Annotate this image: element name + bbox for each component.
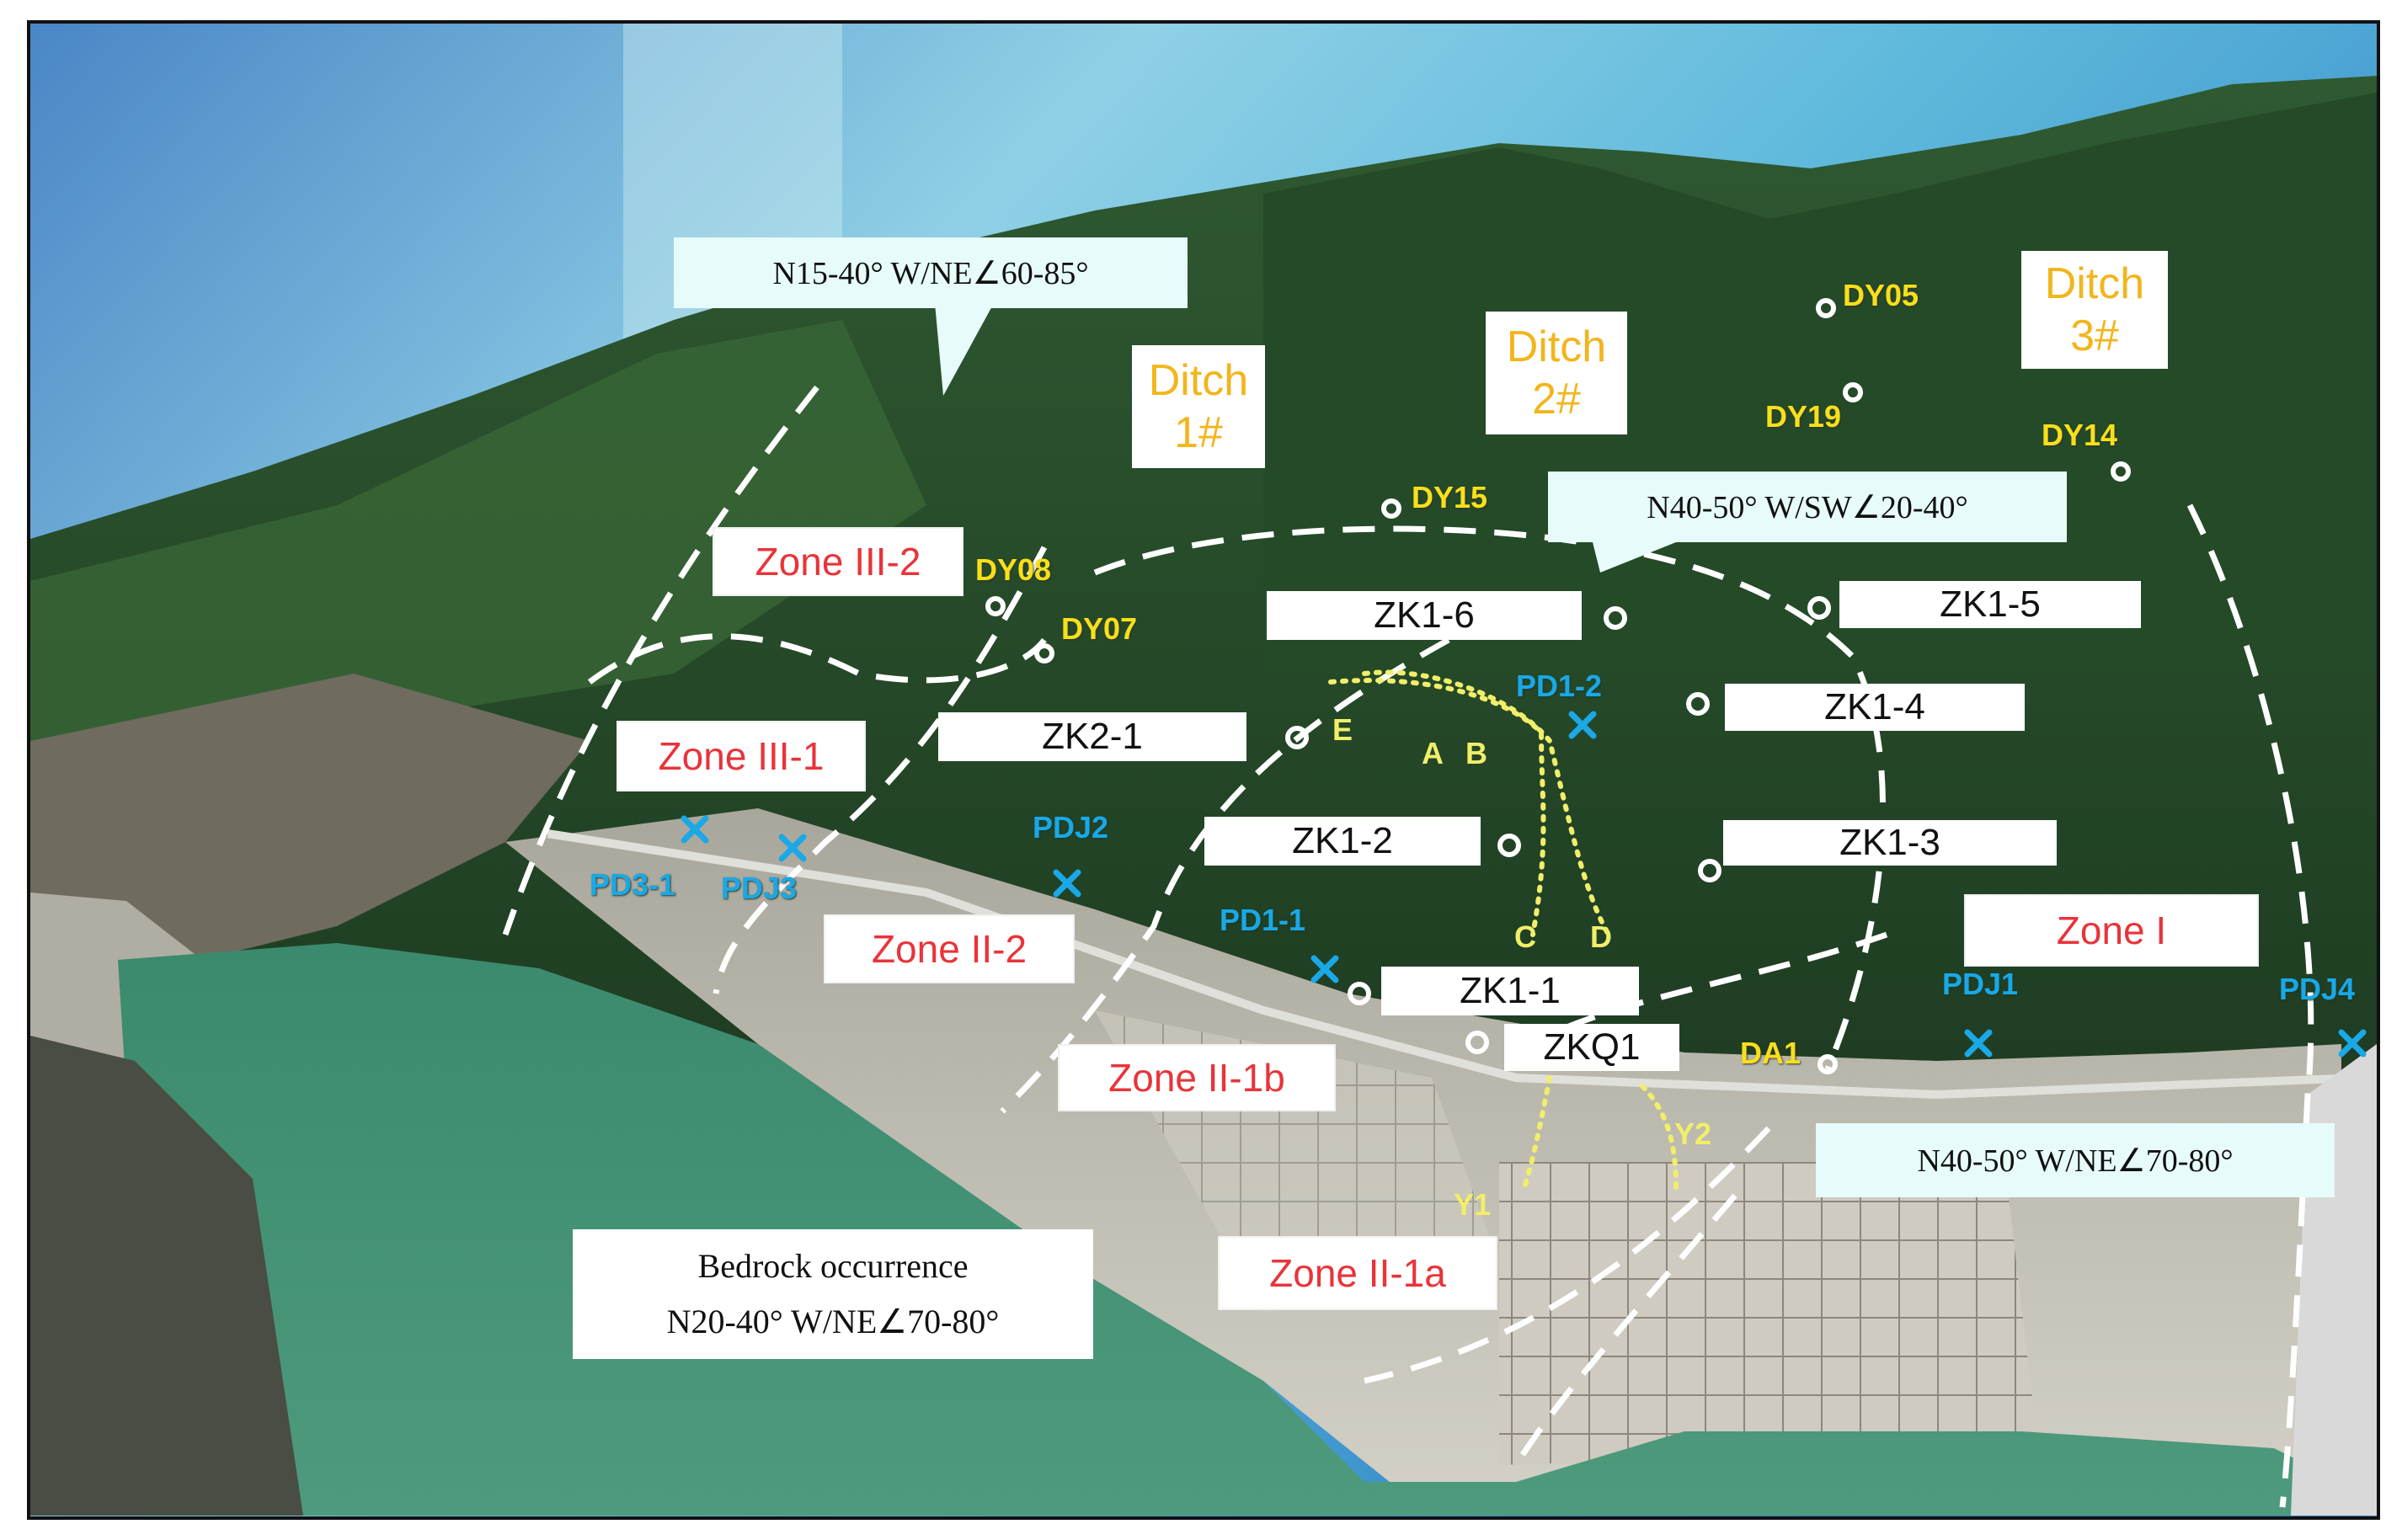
point-zk1-6 (1604, 606, 1627, 630)
boundary-zone-ii-1a-east (1513, 1193, 1737, 1467)
foreground-rock (30, 1036, 303, 1516)
borehole-label-zk1-6: ZK1-6 (1267, 591, 1582, 640)
image-frame (27, 20, 2380, 1520)
profile-label-a: A (1422, 736, 1444, 770)
survey-point-markers (985, 298, 2131, 1074)
adit-x-pdj4 (2338, 1029, 2367, 1058)
ditch-label-1: Ditch 1# (1132, 345, 1265, 468)
profile-line-d (1362, 669, 1611, 937)
point-zk2-1 (1285, 726, 1309, 749)
zone-boundaries (502, 385, 2314, 1508)
orientation-callout-tail-1 (935, 303, 994, 396)
profile-label-c: C (1514, 919, 1536, 954)
profile-label-y1: Y1 (1454, 1187, 1492, 1222)
point-dy05 (1816, 298, 1836, 318)
forest-dark-patch (1263, 93, 2377, 674)
survey-label-da1: DA1 (1740, 1036, 1802, 1070)
boundary-zone-i-east (2186, 504, 2314, 1508)
point-da1 (1818, 1054, 1838, 1074)
ditch-label-3: Ditch 3# (2021, 251, 2168, 369)
ditch-1-line2: 1# (1174, 408, 1223, 457)
adit-x-pd3-1 (681, 815, 709, 844)
forest-light-patch (30, 320, 926, 758)
boundary-zone-ii-north (1093, 525, 1886, 1071)
point-dy15 (1381, 498, 1401, 519)
survey-label-dy07: DY07 (1061, 611, 1138, 646)
access-road (547, 829, 2359, 1100)
adit-x-pd1-1 (1310, 955, 1339, 983)
profile-lines (1328, 669, 1679, 1190)
survey-label-dy14: DY14 (2042, 418, 2118, 452)
survey-label-dy05: DY05 (1843, 278, 1919, 312)
adit-label-pdj3: PDJ3 (721, 871, 798, 905)
point-zk1-4 (1686, 692, 1710, 716)
zone-label-ii-2: Zone II-2 (824, 914, 1075, 983)
ditch-2-line1: Ditch (1506, 322, 1607, 371)
adit-label-pdj1: PDJ1 (1942, 967, 2019, 1001)
point-dy07 (1034, 643, 1054, 663)
point-zk1-2 (1497, 834, 1521, 857)
zone-label-ii-1a: Zone II-1a (1218, 1236, 1497, 1310)
adit-label-pd1-2: PD1-2 (1516, 669, 1603, 703)
point-zk1-5 (1807, 596, 1831, 620)
zone-label-iii-1: Zone III-1 (617, 721, 866, 791)
survey-label-dy08: DY08 (975, 552, 1052, 587)
adit-markers (681, 711, 2367, 1058)
adit-label-pdj2: PDJ2 (1033, 810, 1109, 845)
boundary-zone-ii-1a-south (1364, 1126, 1771, 1384)
ditch-label-2: Ditch 2# (1486, 312, 1627, 434)
boundary-zone-ii-2-west (713, 546, 1048, 994)
adit-x-pdj3 (778, 834, 807, 862)
adit-label-pd3-1: PD3-1 (590, 867, 676, 902)
point-dy14 (2111, 461, 2131, 482)
ditch-3-line1: Ditch (2044, 259, 2145, 308)
point-zk1-1 (1348, 982, 1371, 1005)
point-zk1-3 (1698, 859, 1721, 882)
ditch-1-line1: Ditch (1148, 356, 1249, 405)
borehole-label-zk1-5: ZK1-5 (1839, 581, 2141, 628)
borehole-label-zk1-1: ZK1-1 (1381, 967, 1639, 1015)
frame-beam-reinforcement (1499, 1162, 2038, 1465)
profile-label-y2: Y2 (1674, 1116, 1712, 1151)
boundary-zone-iii-west (502, 385, 819, 936)
profile-label-b: B (1465, 736, 1487, 770)
profile-label-d: D (1590, 919, 1612, 954)
reservoir-water (30, 943, 2341, 1516)
orientation-callout-tail-2 (1592, 539, 1684, 573)
survey-label-dy15: DY15 (1412, 480, 1488, 514)
borehole-label-zk1-3: ZK1-3 (1723, 820, 2057, 866)
adit-label-pdj4: PDJ4 (2279, 972, 2356, 1006)
adit-x-pd1-2 (1568, 711, 1597, 739)
adit-x-pdj1 (1964, 1029, 1993, 1058)
ditch-3-line2: 3# (2070, 312, 2119, 360)
borehole-label-zk1-4: ZK1-4 (1725, 684, 2025, 731)
survey-label-dy19: DY19 (1765, 399, 1842, 434)
point-zkq1 (1465, 1031, 1489, 1054)
zone-label-ii-1b: Zone II-1b (1058, 1044, 1336, 1111)
borehole-label-zkq1: ZKQ1 (1504, 1024, 1679, 1071)
profile-label-e: E (1332, 712, 1353, 747)
bedrock-occurrence-box: Bedrock occurrence N20-40° W/NE∠70-80° (573, 1229, 1093, 1359)
point-dy19 (1843, 382, 1863, 402)
left-cliff (30, 674, 590, 960)
borehole-label-zk1-2: ZK1-2 (1204, 817, 1481, 866)
adit-label-pd1-1: PD1-1 (1220, 903, 1306, 937)
zone-label-i: Zone I (1964, 894, 2259, 967)
bedrock-orientation: N20-40° W/NE∠70-80° (666, 1303, 1000, 1340)
orientation-label-1: N15-40° W/NE∠60-85° (674, 237, 1188, 308)
point-dy08 (985, 596, 1006, 616)
profile-line-y1 (1522, 1075, 1552, 1190)
boundary-zone-iii-2 (587, 633, 1047, 685)
borehole-label-zk2-1: ZK2-1 (938, 712, 1246, 761)
profile-line-y2 (1640, 1084, 1679, 1190)
orientation-label-3: N40-50° W/NE∠70-80° (1816, 1123, 2335, 1197)
zone-label-iii-2: Zone III-2 (713, 527, 963, 596)
adit-x-pdj2 (1053, 869, 1081, 898)
boundary-zone-ii-1b (1000, 637, 1450, 1114)
orientation-label-2: N40-50° W/SW∠20-40° (1548, 472, 2067, 542)
ditch-2-line2: 2# (1532, 375, 1581, 424)
bedrock-title: Bedrock occurrence (697, 1247, 969, 1285)
